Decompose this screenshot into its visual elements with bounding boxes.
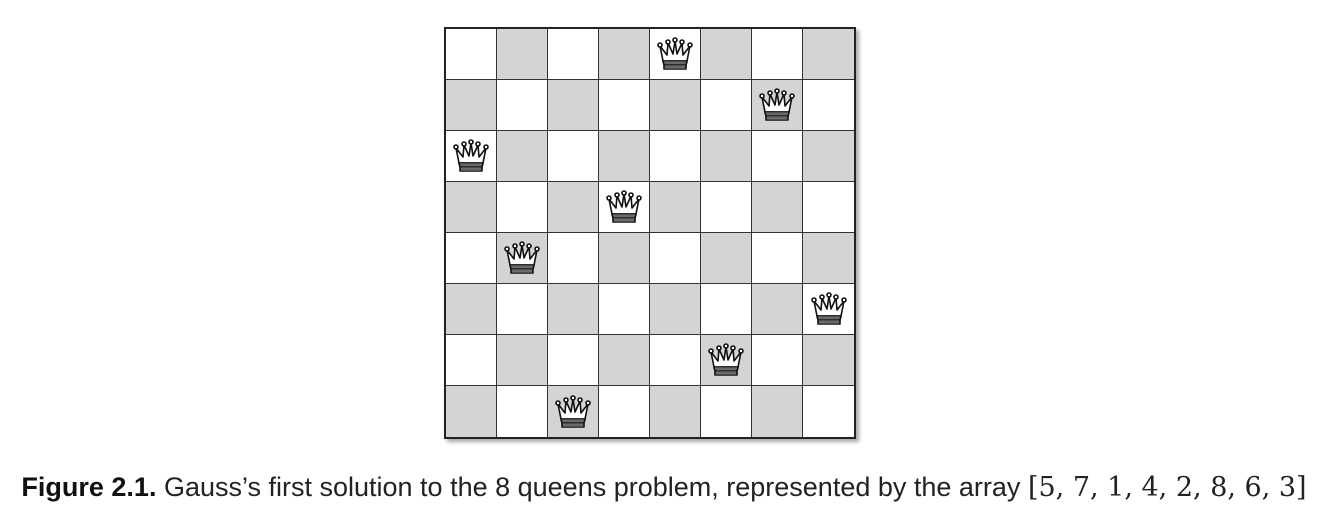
board-square bbox=[497, 335, 548, 386]
chess-queen-icon bbox=[708, 343, 744, 376]
board-square bbox=[599, 233, 650, 284]
board-square bbox=[599, 182, 650, 233]
board-square bbox=[752, 182, 803, 233]
chess-queen-icon bbox=[453, 139, 489, 172]
board-square bbox=[446, 386, 497, 437]
chess-queen-icon bbox=[606, 190, 642, 223]
board-square bbox=[548, 284, 599, 335]
board-square bbox=[752, 386, 803, 437]
board-square bbox=[701, 284, 752, 335]
board-square bbox=[701, 131, 752, 182]
board-square bbox=[650, 182, 701, 233]
board-square bbox=[752, 29, 803, 80]
board-square bbox=[497, 386, 548, 437]
board-square bbox=[752, 80, 803, 131]
board-square bbox=[752, 233, 803, 284]
chessboard bbox=[444, 27, 856, 439]
board-square bbox=[548, 80, 599, 131]
chess-queen-icon bbox=[810, 292, 847, 325]
figure-label: Figure 2.1. bbox=[21, 472, 157, 502]
board-square bbox=[701, 182, 752, 233]
board-square bbox=[548, 29, 599, 80]
board-square bbox=[497, 29, 548, 80]
board-square bbox=[803, 386, 854, 437]
board-square bbox=[803, 335, 854, 386]
board-square bbox=[650, 80, 701, 131]
board-square bbox=[599, 29, 650, 80]
board-square bbox=[599, 80, 650, 131]
board-square bbox=[497, 182, 548, 233]
board-square bbox=[548, 335, 599, 386]
board-square bbox=[650, 29, 701, 80]
board-square bbox=[650, 233, 701, 284]
board-square bbox=[599, 131, 650, 182]
chess-queen-icon bbox=[759, 88, 795, 121]
board-square bbox=[497, 233, 548, 284]
chess-queen-icon bbox=[555, 394, 591, 428]
board-square bbox=[650, 386, 701, 437]
board-square bbox=[497, 284, 548, 335]
board-square bbox=[650, 335, 701, 386]
board-square bbox=[446, 131, 497, 182]
board-square bbox=[803, 29, 854, 80]
board-square bbox=[548, 233, 599, 284]
board-square bbox=[752, 284, 803, 335]
board-square bbox=[650, 131, 701, 182]
solution-array: [5, 7, 1, 4, 2, 8, 6, 3] bbox=[1027, 472, 1307, 503]
board-square bbox=[803, 284, 854, 335]
board-square bbox=[803, 182, 854, 233]
caption-text: Gauss’s first solution to the 8 queens p… bbox=[156, 472, 1028, 502]
chess-queen-icon bbox=[504, 241, 540, 274]
board-square bbox=[701, 80, 752, 131]
board-square bbox=[650, 284, 701, 335]
board-square bbox=[701, 233, 752, 284]
board-square bbox=[701, 29, 752, 80]
board-square bbox=[803, 80, 854, 131]
figure-caption: Figure 2.1. Gauss’s first solution to th… bbox=[0, 472, 1328, 503]
board-square bbox=[446, 284, 497, 335]
board-square bbox=[599, 386, 650, 437]
board-square bbox=[548, 182, 599, 233]
chess-queen-icon bbox=[657, 37, 693, 70]
board-square bbox=[752, 131, 803, 182]
board-square bbox=[548, 386, 599, 437]
board-square bbox=[752, 335, 803, 386]
board-square bbox=[701, 335, 752, 386]
board-square bbox=[701, 386, 752, 437]
board-square bbox=[599, 335, 650, 386]
board-square bbox=[446, 233, 497, 284]
board-square bbox=[599, 284, 650, 335]
board-square bbox=[548, 131, 599, 182]
board-square bbox=[446, 80, 497, 131]
board-square bbox=[497, 131, 548, 182]
board-square bbox=[446, 29, 497, 80]
board-square bbox=[446, 335, 497, 386]
board-square bbox=[803, 131, 854, 182]
board-square bbox=[446, 182, 497, 233]
board-square bbox=[497, 80, 548, 131]
board-square bbox=[803, 233, 854, 284]
